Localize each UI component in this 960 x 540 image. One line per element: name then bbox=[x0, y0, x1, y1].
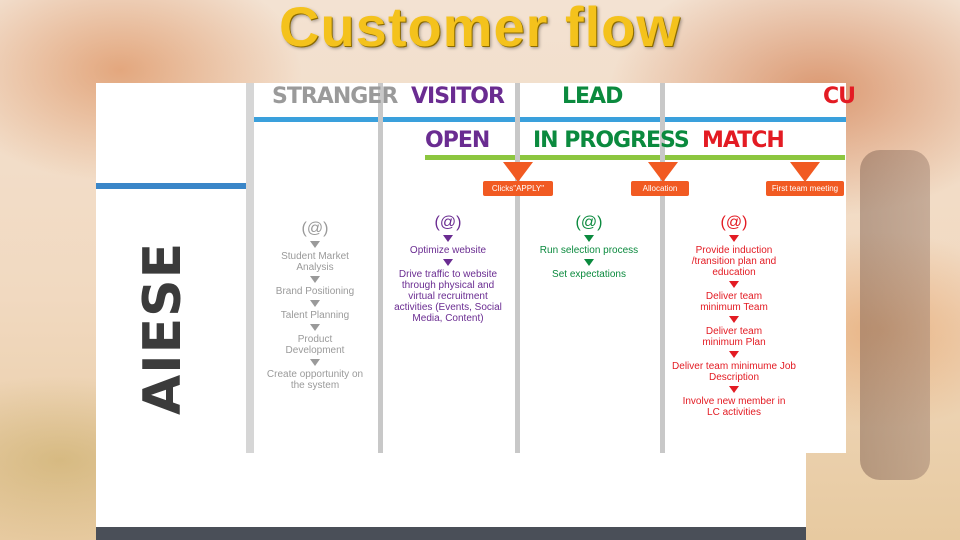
lead-step: Set expectations bbox=[552, 269, 626, 280]
visitor-step: Drive traffic to website through physica… bbox=[394, 269, 502, 324]
trigger-first-team-meeting: First team meeting bbox=[766, 181, 844, 196]
match-step: Deliver team minimum Team bbox=[700, 291, 768, 313]
panel-bottom-bar bbox=[96, 527, 806, 540]
aiesec-logo: AIESEC bbox=[133, 245, 193, 415]
top-blue-line bbox=[254, 117, 846, 122]
match-step: Provide induction /transition plan and e… bbox=[691, 245, 777, 278]
trigger-arrow-allocation bbox=[648, 162, 678, 182]
stage-match: MATCH bbox=[702, 128, 785, 153]
visitor-lead-separator bbox=[515, 83, 520, 453]
match-step: Deliver team minimum Plan bbox=[702, 326, 766, 348]
stranger-step: Create opportunity on the system bbox=[266, 369, 364, 391]
stage-visitor: VISITOR bbox=[411, 84, 505, 109]
aiesec-logo-text: AIESEC bbox=[133, 245, 193, 415]
tree-trunk bbox=[860, 150, 930, 480]
lead-match-separator bbox=[660, 83, 665, 453]
stage-lead: LEAD bbox=[562, 84, 623, 109]
stranger-at-icon: (@) bbox=[301, 220, 329, 237]
stranger-step: Talent Planning bbox=[280, 310, 350, 321]
visitor-column: (@) Optimize website Drive traffic to we… bbox=[386, 214, 510, 324]
stranger-step: Product Development bbox=[285, 334, 345, 356]
match-column: (@) Provide induction /transition plan a… bbox=[668, 214, 800, 418]
stage-stranger: STRANGER bbox=[272, 84, 398, 109]
slide-title: Customer flow bbox=[279, 0, 681, 58]
flow-green-line bbox=[425, 155, 845, 160]
stranger-visitor-separator bbox=[378, 83, 383, 453]
stage-in-progress: IN PROGRESS bbox=[533, 128, 690, 153]
stage-open: OPEN bbox=[425, 128, 490, 153]
trigger-arrow-apply bbox=[503, 162, 533, 182]
lead-column: (@) Run selection process Set expectatio… bbox=[526, 214, 652, 280]
stranger-step: Student Market Analysis bbox=[281, 251, 349, 273]
logo-divider bbox=[246, 83, 254, 453]
stranger-step: Brand Positioning bbox=[275, 286, 355, 297]
trigger-allocation: Allocation bbox=[631, 181, 689, 196]
match-at-icon: (@) bbox=[720, 214, 748, 231]
match-step: Involve new member in LC activities bbox=[682, 396, 786, 418]
lead-at-icon: (@) bbox=[575, 214, 603, 231]
logo-blue-line bbox=[96, 183, 246, 189]
visitor-step: Optimize website bbox=[409, 245, 487, 256]
diagram-panel-extension bbox=[806, 83, 846, 453]
stage-customer: CU bbox=[823, 84, 856, 109]
trigger-apply: Clicks"APPLY" bbox=[483, 181, 553, 196]
visitor-at-icon: (@) bbox=[434, 214, 462, 231]
trigger-arrow-first-team-meeting bbox=[790, 162, 820, 182]
lead-step: Run selection process bbox=[539, 245, 639, 256]
stranger-column: (@) Student Market Analysis Brand Positi… bbox=[262, 220, 368, 391]
match-step: Deliver team minimume Job Description bbox=[672, 361, 796, 383]
